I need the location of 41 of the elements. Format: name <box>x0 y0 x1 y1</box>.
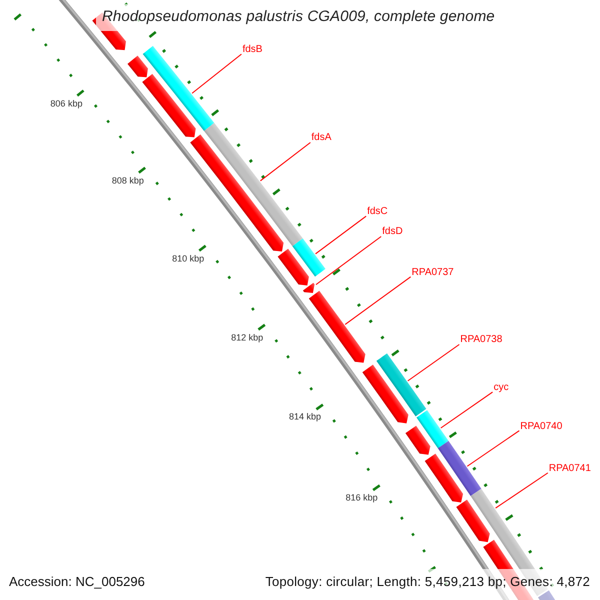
feature-block <box>142 46 214 131</box>
feature-block <box>376 353 426 416</box>
leader-line <box>260 142 311 182</box>
scale-label: 814 kbp <box>288 412 322 423</box>
gene-bar <box>424 454 464 502</box>
gene-bar <box>128 56 148 78</box>
accession-text: Accession: NC_005296 <box>9 574 145 590</box>
gene-bar <box>362 364 408 424</box>
feature-block <box>292 238 326 277</box>
leader-line <box>315 236 382 286</box>
gene-label: RPA0737 <box>412 266 454 279</box>
leader-line <box>495 472 548 509</box>
gene-label: RPA0741 <box>548 462 591 475</box>
gene-bar <box>405 426 430 455</box>
feature-block <box>204 122 303 246</box>
gene-label: fdsC <box>367 206 388 218</box>
gene-label: RPA0738 <box>460 334 502 346</box>
scale-label: 812 kbp <box>231 332 264 344</box>
leader-line <box>466 430 520 467</box>
gene-label: fdsD <box>382 226 403 238</box>
gene-bar <box>302 282 315 294</box>
scale-label: 808 kbp <box>112 176 144 187</box>
gene-bar <box>456 500 490 542</box>
leader-line <box>407 344 460 382</box>
gene-label: cyc <box>494 382 509 394</box>
gene-label: RPA0740 <box>520 420 562 433</box>
scale-label: 806 kbp <box>50 98 82 110</box>
leader-line <box>344 276 412 325</box>
gene-label: fdsB <box>242 44 262 56</box>
gene-label: fdsA <box>311 132 332 144</box>
scale-label: 816 kbp <box>346 492 378 504</box>
gene-bar <box>308 290 366 363</box>
scale-label: 810 kbp <box>172 254 204 265</box>
feature-block <box>438 440 482 496</box>
feature-block <box>416 410 449 448</box>
leader-line <box>440 392 494 428</box>
leader-line <box>315 216 367 254</box>
gene-bar <box>278 248 309 286</box>
gene-bar <box>190 134 284 252</box>
genome-summary-text: Topology: circular; Length: 5,459,213 bp; Genes: 4,872 <box>265 574 590 590</box>
gene-bar <box>142 74 196 138</box>
